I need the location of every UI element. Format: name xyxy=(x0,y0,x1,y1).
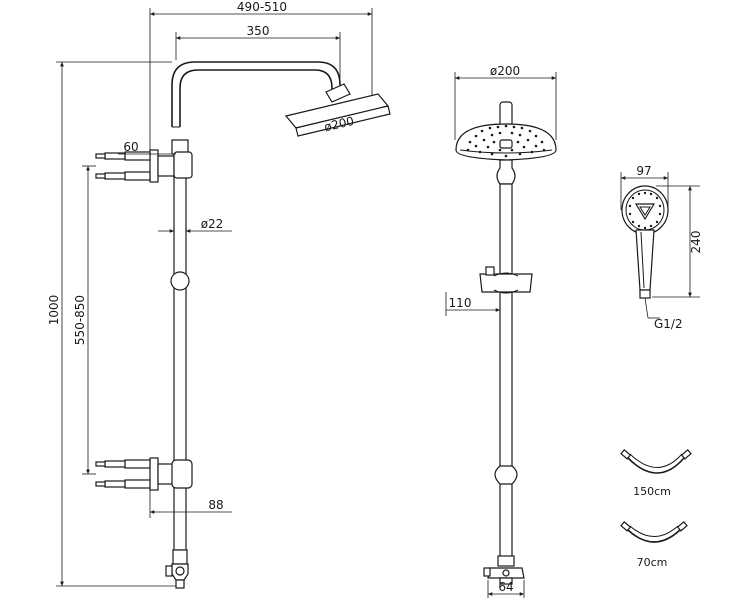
total-height-label: 1000 xyxy=(47,295,61,326)
short-hose-label: 70cm xyxy=(637,556,668,569)
holder-offset-label: 110 xyxy=(449,296,472,310)
arm-length-label: 350 xyxy=(247,24,270,38)
slider-ball xyxy=(170,271,190,291)
dimension-hand-width: 97 xyxy=(620,164,669,210)
bracket-spacing-label: 550-850 xyxy=(73,295,87,345)
lower-offset-label: 88 xyxy=(208,498,223,512)
front-head-diameter-label: ø200 xyxy=(490,64,520,78)
side-diverter xyxy=(165,549,189,589)
dimension-front-head-diameter: ø200 xyxy=(454,64,557,140)
hand-shower-holder xyxy=(479,266,533,294)
dimension-holder-offset: 110 xyxy=(445,292,500,316)
hand-nozzles xyxy=(628,191,662,230)
dimension-overall-width: 490-510 xyxy=(149,0,373,175)
lower-wall-bracket xyxy=(95,457,193,491)
dimension-total-height: 1000 xyxy=(47,61,176,587)
dimension-wall-offset: 60 xyxy=(118,140,176,155)
nozzle-pattern xyxy=(466,124,546,158)
thread-callout: G1/2 xyxy=(644,297,683,331)
upper-wall-bracket xyxy=(95,149,193,183)
front-view: ø200 xyxy=(445,64,557,598)
side-head-diameter-label: ø200 xyxy=(323,114,356,134)
long-hose: 150cm xyxy=(620,449,692,498)
hand-handle xyxy=(635,229,655,291)
long-hose-label: 150cm xyxy=(633,485,671,498)
side-view: 490-510 350 ø200 xyxy=(47,0,391,589)
hand-length-label: 240 xyxy=(689,231,703,254)
dimension-arm-length: 350 xyxy=(175,24,341,78)
hand-width-label: 97 xyxy=(636,164,651,178)
thread-label: G1/2 xyxy=(654,317,683,331)
riser-pipe xyxy=(173,149,187,551)
pipe-diameter-label: ø22 xyxy=(201,217,224,231)
short-hose: 70cm xyxy=(620,521,688,569)
wall-offset-label: 60 xyxy=(123,140,138,154)
front-diverter xyxy=(483,555,525,585)
side-shower-head: ø200 xyxy=(284,83,391,137)
bottom-width-label: 64 xyxy=(498,580,513,594)
front-riser-pipe xyxy=(499,183,513,565)
dimension-bottom-width: 64 xyxy=(487,580,525,598)
dimension-lower-offset: 88 xyxy=(149,490,232,518)
hand-shower: 97 G1/2 240 xyxy=(620,164,703,331)
dimension-hand-length: 240 xyxy=(652,185,703,298)
front-lower-slider xyxy=(494,465,518,485)
front-shower-head xyxy=(455,123,557,161)
overall-width-label: 490-510 xyxy=(237,0,287,14)
shower-arm xyxy=(171,61,341,127)
dimension-pipe-diameter: ø22 xyxy=(158,217,232,233)
dimension-bracket-spacing: 550-850 xyxy=(73,165,96,475)
